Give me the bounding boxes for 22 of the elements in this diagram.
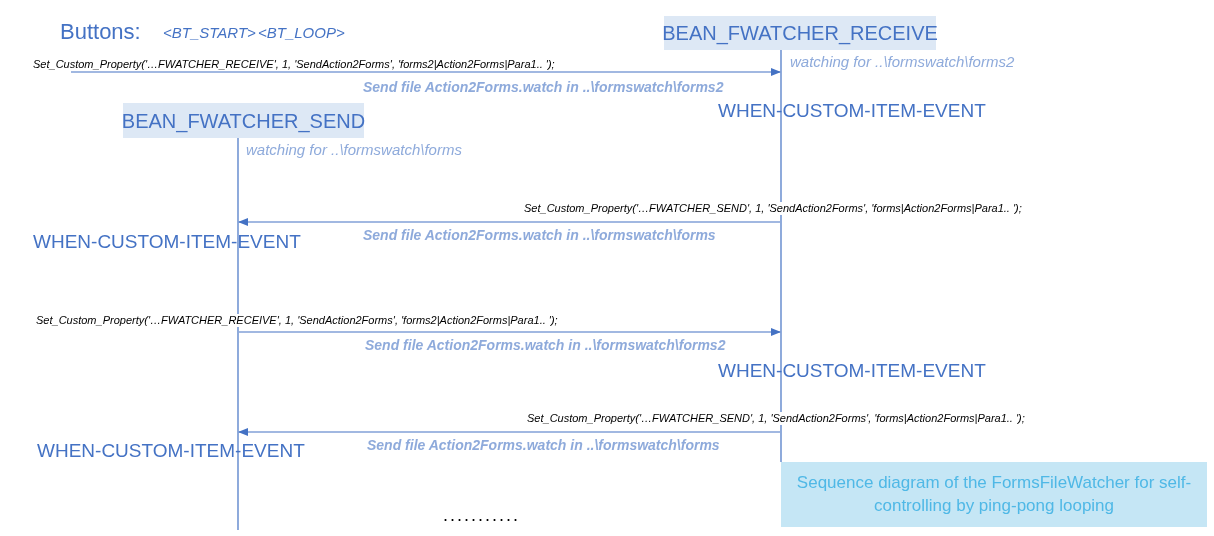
continuation-dots: ........... — [443, 505, 520, 526]
message-arrow — [238, 218, 781, 226]
message-note: Send file Action2Forms.watch in ..\formswatch\forms2 — [365, 337, 726, 354]
message-arrow — [238, 428, 781, 436]
button-name: <BT_LOOP> — [258, 24, 345, 42]
heading-text: Buttons: — [60, 19, 141, 45]
watch-note: watching for ..\formswatch\forms — [246, 141, 462, 159]
participant-name: BEAN_FWATCHER_SEND — [121, 108, 366, 134]
message-arrow — [238, 328, 781, 336]
edge-label: Set_Custom_Property('…FWATCHER_RECEIVE', 1, 'SendAction2Forms', 'forms2|Action2Forms|Para1.. '); — [36, 314, 558, 327]
edge-label: Set_Custom_Property('…FWATCHER_SEND', 1, 'SendAction2Forms', 'forms|Action2Forms|Para1.. '); — [527, 412, 1025, 425]
message-note: Send file Action2Forms.watch in ..\formswatch\forms — [367, 437, 720, 454]
button-name: <BT_START> — [163, 24, 256, 42]
edge-label: Set_Custom_Property('…FWATCHER_RECEIVE', 1, 'SendAction2Forms', 'forms2|Action2Forms|Para1.. '); — [33, 58, 555, 71]
message-note: Send file Action2Forms.watch in ..\formswatch\forms — [363, 227, 716, 244]
message-note: Send file Action2Forms.watch in ..\formswatch\forms2 — [363, 79, 724, 96]
note-text: Sequence diagram of the FormsFileWatcher for self-controlling by ping-pong looping — [795, 472, 1193, 517]
edge-label: Set_Custom_Property('…FWATCHER_SEND', 1, 'SendAction2Forms', 'forms|Action2Forms|Para1.. '); — [524, 202, 1022, 215]
message-arrow — [70, 68, 781, 76]
note-box — [781, 462, 1207, 527]
participant-name: BEAN_FWATCHER_RECEIVE — [662, 21, 938, 46]
watch-note: watching for ..\formswatch\forms2 — [790, 53, 1015, 71]
